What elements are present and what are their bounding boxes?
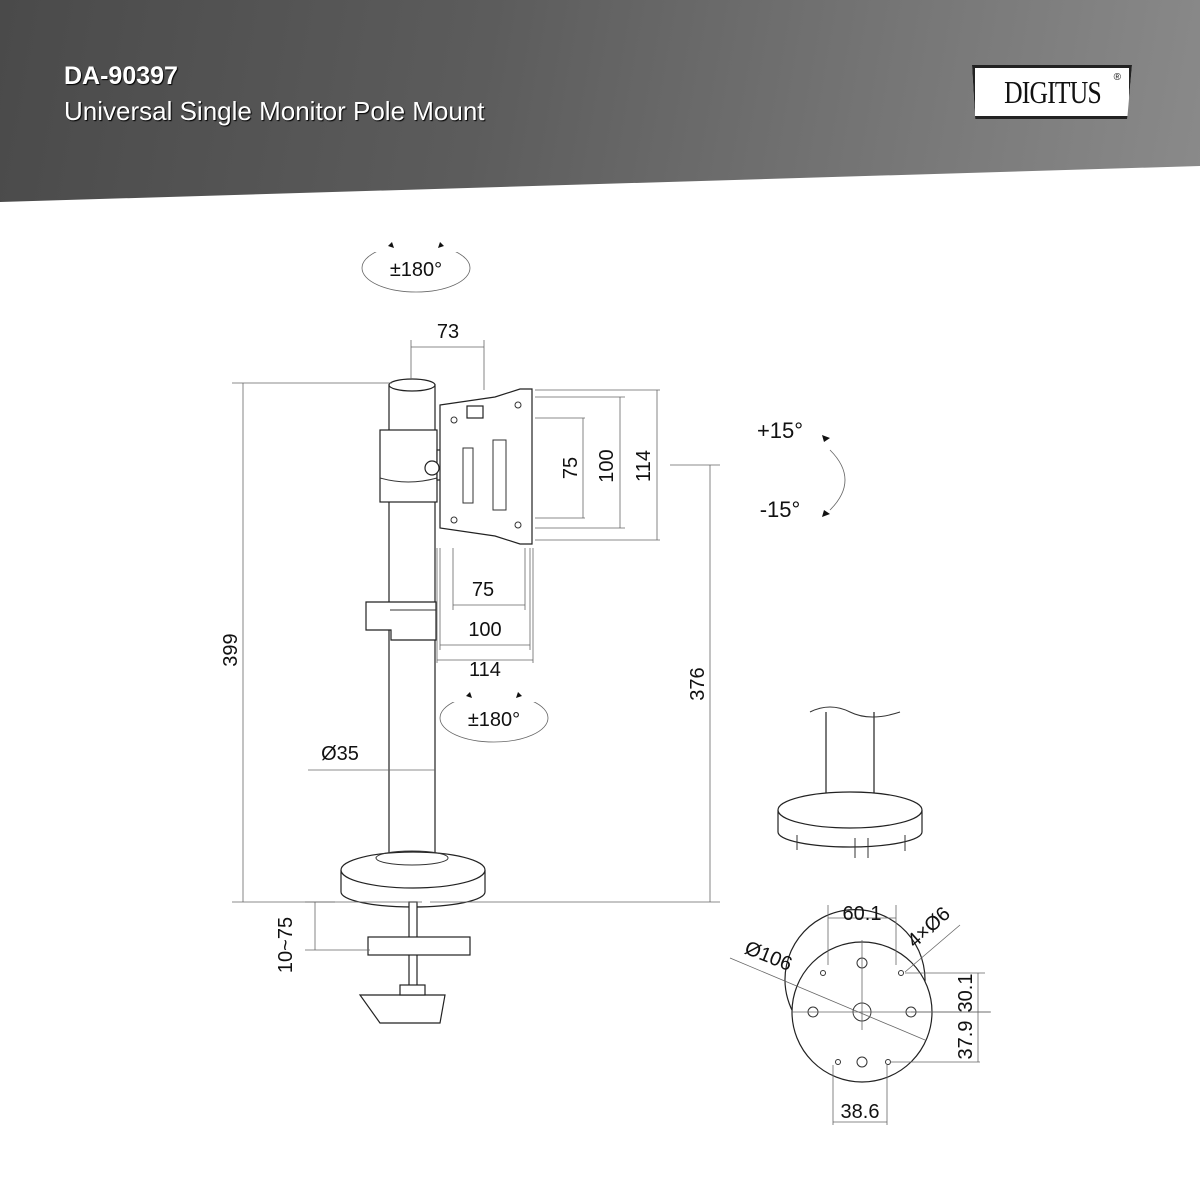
base-offset-upper-label: 30.1 [955,974,977,1013]
tilt-down-label: -15° [760,497,801,522]
registered-mark: ® [1113,72,1121,83]
rotation-indicator-top: ±180° [361,242,471,293]
product-model: DA-90397 [64,62,178,90]
vesa-plate [439,388,533,545]
base-diameter-label: Ø106 [741,937,795,976]
base-holes-label: 4×Ø6 [903,903,954,952]
vesa-v-114-label: 114 [633,450,655,482]
base-hole-spacing-label: 60.1 [843,903,882,925]
base-plate-top-view [729,905,991,1125]
base-offset-lower-label: 37.9 [955,1021,977,1060]
rotation-indicator-bottom [439,692,549,743]
base-bottom-spacing-label: 38.6 [841,1101,880,1123]
vesa-h-114-label: 114 [469,659,501,681]
product-title: Universal Single Monitor Pole Mount [64,96,485,126]
rotation-bottom-label: ±180° [468,709,520,731]
vesa-h-100-label: 100 [468,619,501,641]
rotation-top-label: ±180° [390,259,442,281]
dimension-lines [232,340,846,951]
mount-height-label: 376 [687,667,709,700]
pole [365,378,450,866]
clamp-range-label: 10~75 [275,917,297,973]
arm-offset-label: 73 [437,321,459,343]
vesa-h-75-label: 75 [472,579,494,601]
tilt-up-label: +15° [757,418,803,443]
pole-diameter-label: Ø35 [321,743,359,765]
base-detail-view [777,706,923,858]
vesa-v-100-label: 100 [596,449,618,482]
total-height-label: 399 [220,633,242,666]
desk-clamp [340,850,486,1024]
logo-text: DIGITUS [1003,73,1102,110]
vesa-v-75-label: 75 [560,457,582,479]
